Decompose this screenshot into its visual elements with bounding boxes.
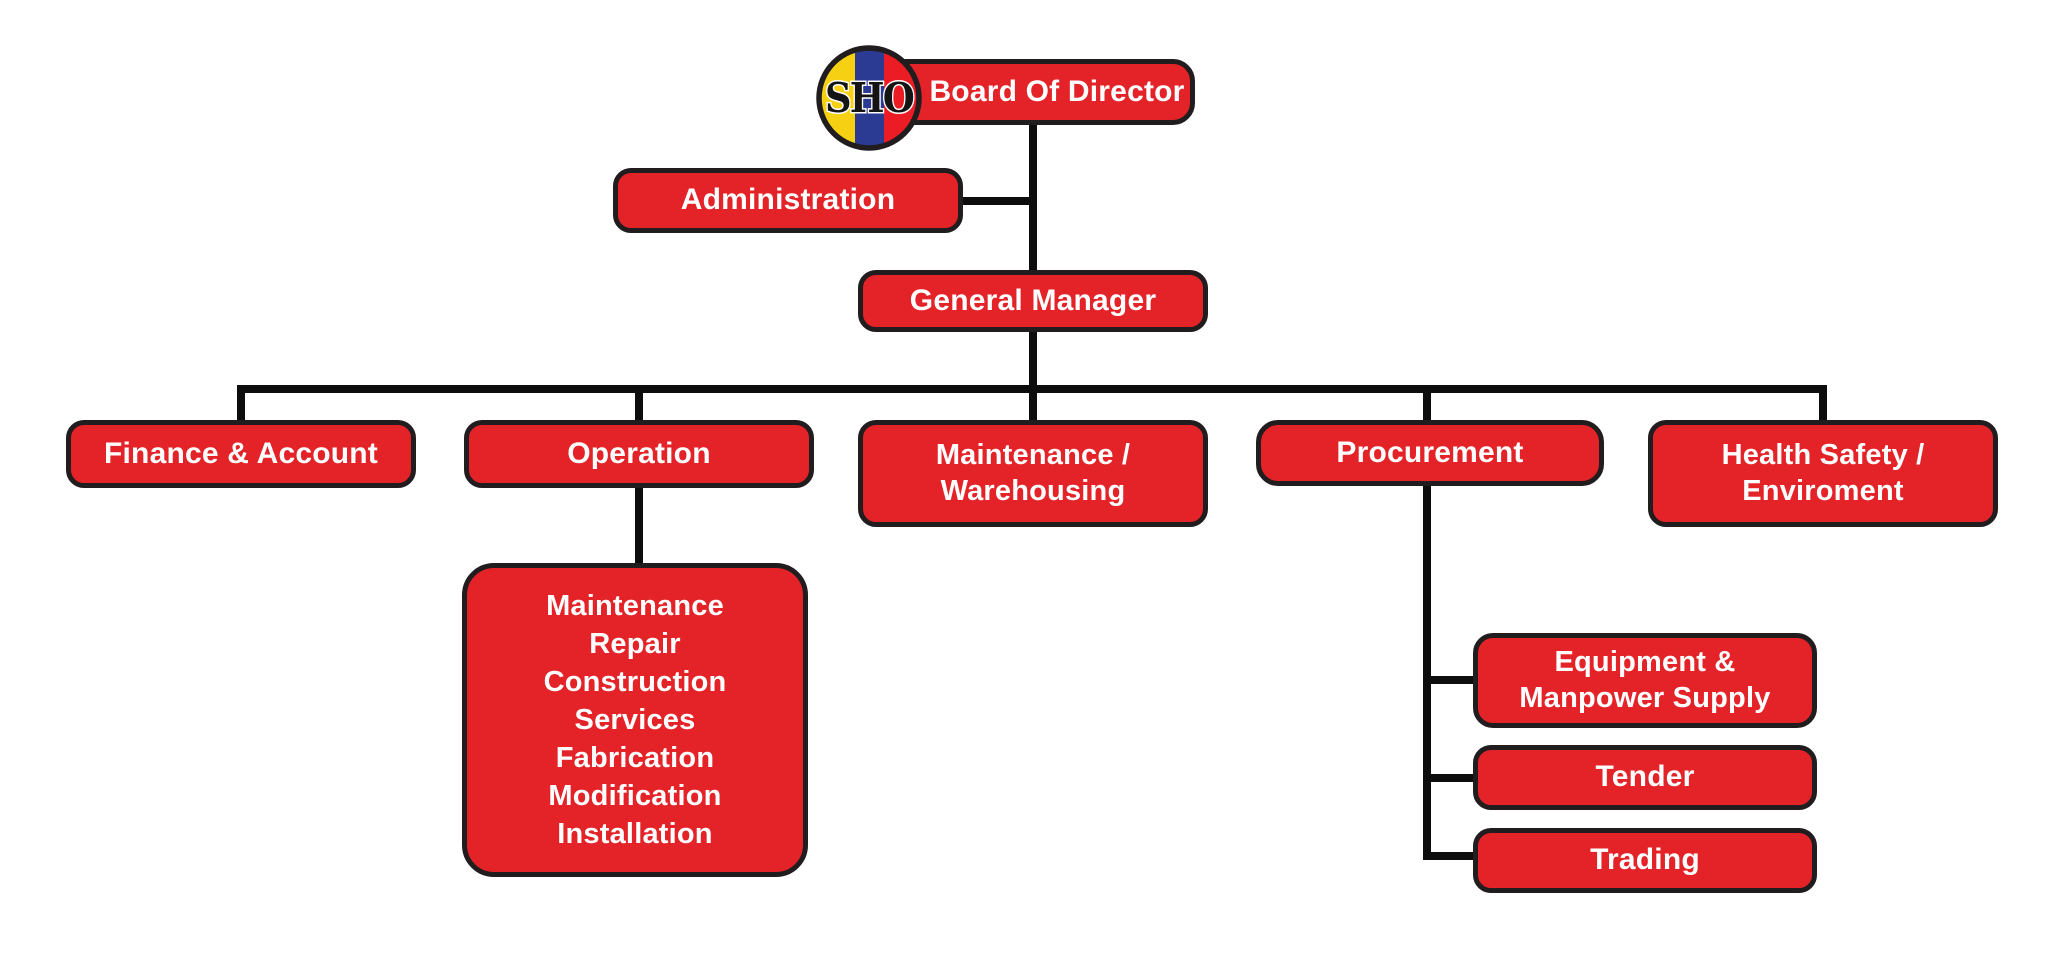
node-label: Maintenance / Warehousing: [935, 439, 1131, 507]
node-label: Tender: [1595, 760, 1695, 794]
connector-operation-services: [635, 486, 643, 568]
node-administration: Administration: [613, 168, 963, 233]
node-board-of-director: Board Of Director: [873, 59, 1195, 125]
node-health-safety-environment: Health Safety / Enviroment: [1648, 420, 1998, 527]
node-label: Equipment & Manpower Supply: [1519, 646, 1771, 714]
node-equipment-manpower-supply: Equipment & Manpower Supply: [1473, 633, 1817, 728]
node-maintenance-warehousing: Maintenance / Warehousing: [858, 420, 1208, 527]
connector-stub-equipment: [1423, 676, 1478, 684]
node-label: Health Safety / Enviroment: [1721, 439, 1925, 507]
node-label: Trading: [1590, 843, 1700, 877]
node-label: Procurement: [1336, 435, 1524, 469]
operation-service-line: Fabrication: [555, 742, 715, 774]
node-label: Operation: [567, 436, 711, 470]
node-label: Finance & Account: [104, 436, 378, 470]
node-tender: Tender: [1473, 745, 1817, 810]
node-finance-account: Finance & Account: [66, 420, 416, 488]
operation-service-line: Construction: [543, 666, 727, 698]
node-general-manager: General Manager: [858, 270, 1208, 332]
node-label: General Manager: [909, 283, 1157, 317]
node-operation: Operation: [464, 420, 814, 488]
logo-letters: SHO: [825, 74, 913, 122]
connector-procurement-children: [1423, 484, 1431, 860]
operation-service-line: Maintenance: [546, 590, 724, 622]
node-procurement: Procurement: [1256, 420, 1604, 486]
connector-stub-trading: [1423, 852, 1478, 860]
node-operation-services: Maintenance Repair Construction Services…: [462, 563, 808, 877]
operation-service-line: Installation: [557, 818, 713, 850]
node-label: Administration: [680, 183, 896, 217]
logo-ring: [816, 45, 922, 151]
connector-gm-to-bus: [1029, 328, 1037, 393]
node-label: Board Of Director: [929, 74, 1185, 108]
connector-drop-finance: [237, 385, 245, 425]
connector-administration: [958, 197, 1037, 205]
node-trading: Trading: [1473, 828, 1817, 893]
connector-drop-operation: [635, 385, 643, 425]
operation-service-line: Services: [574, 704, 696, 736]
logo-stripe-blue: [855, 48, 884, 148]
connector-drop-health-safety: [1819, 385, 1827, 425]
operation-service-line: Modification: [548, 780, 722, 812]
connector-stub-tender: [1423, 774, 1478, 782]
operation-service-line: Repair: [589, 628, 681, 660]
company-logo-icon: SHO: [816, 45, 922, 151]
connector-drop-procurement: [1423, 385, 1431, 425]
connector-drop-maintenance: [1029, 385, 1037, 425]
